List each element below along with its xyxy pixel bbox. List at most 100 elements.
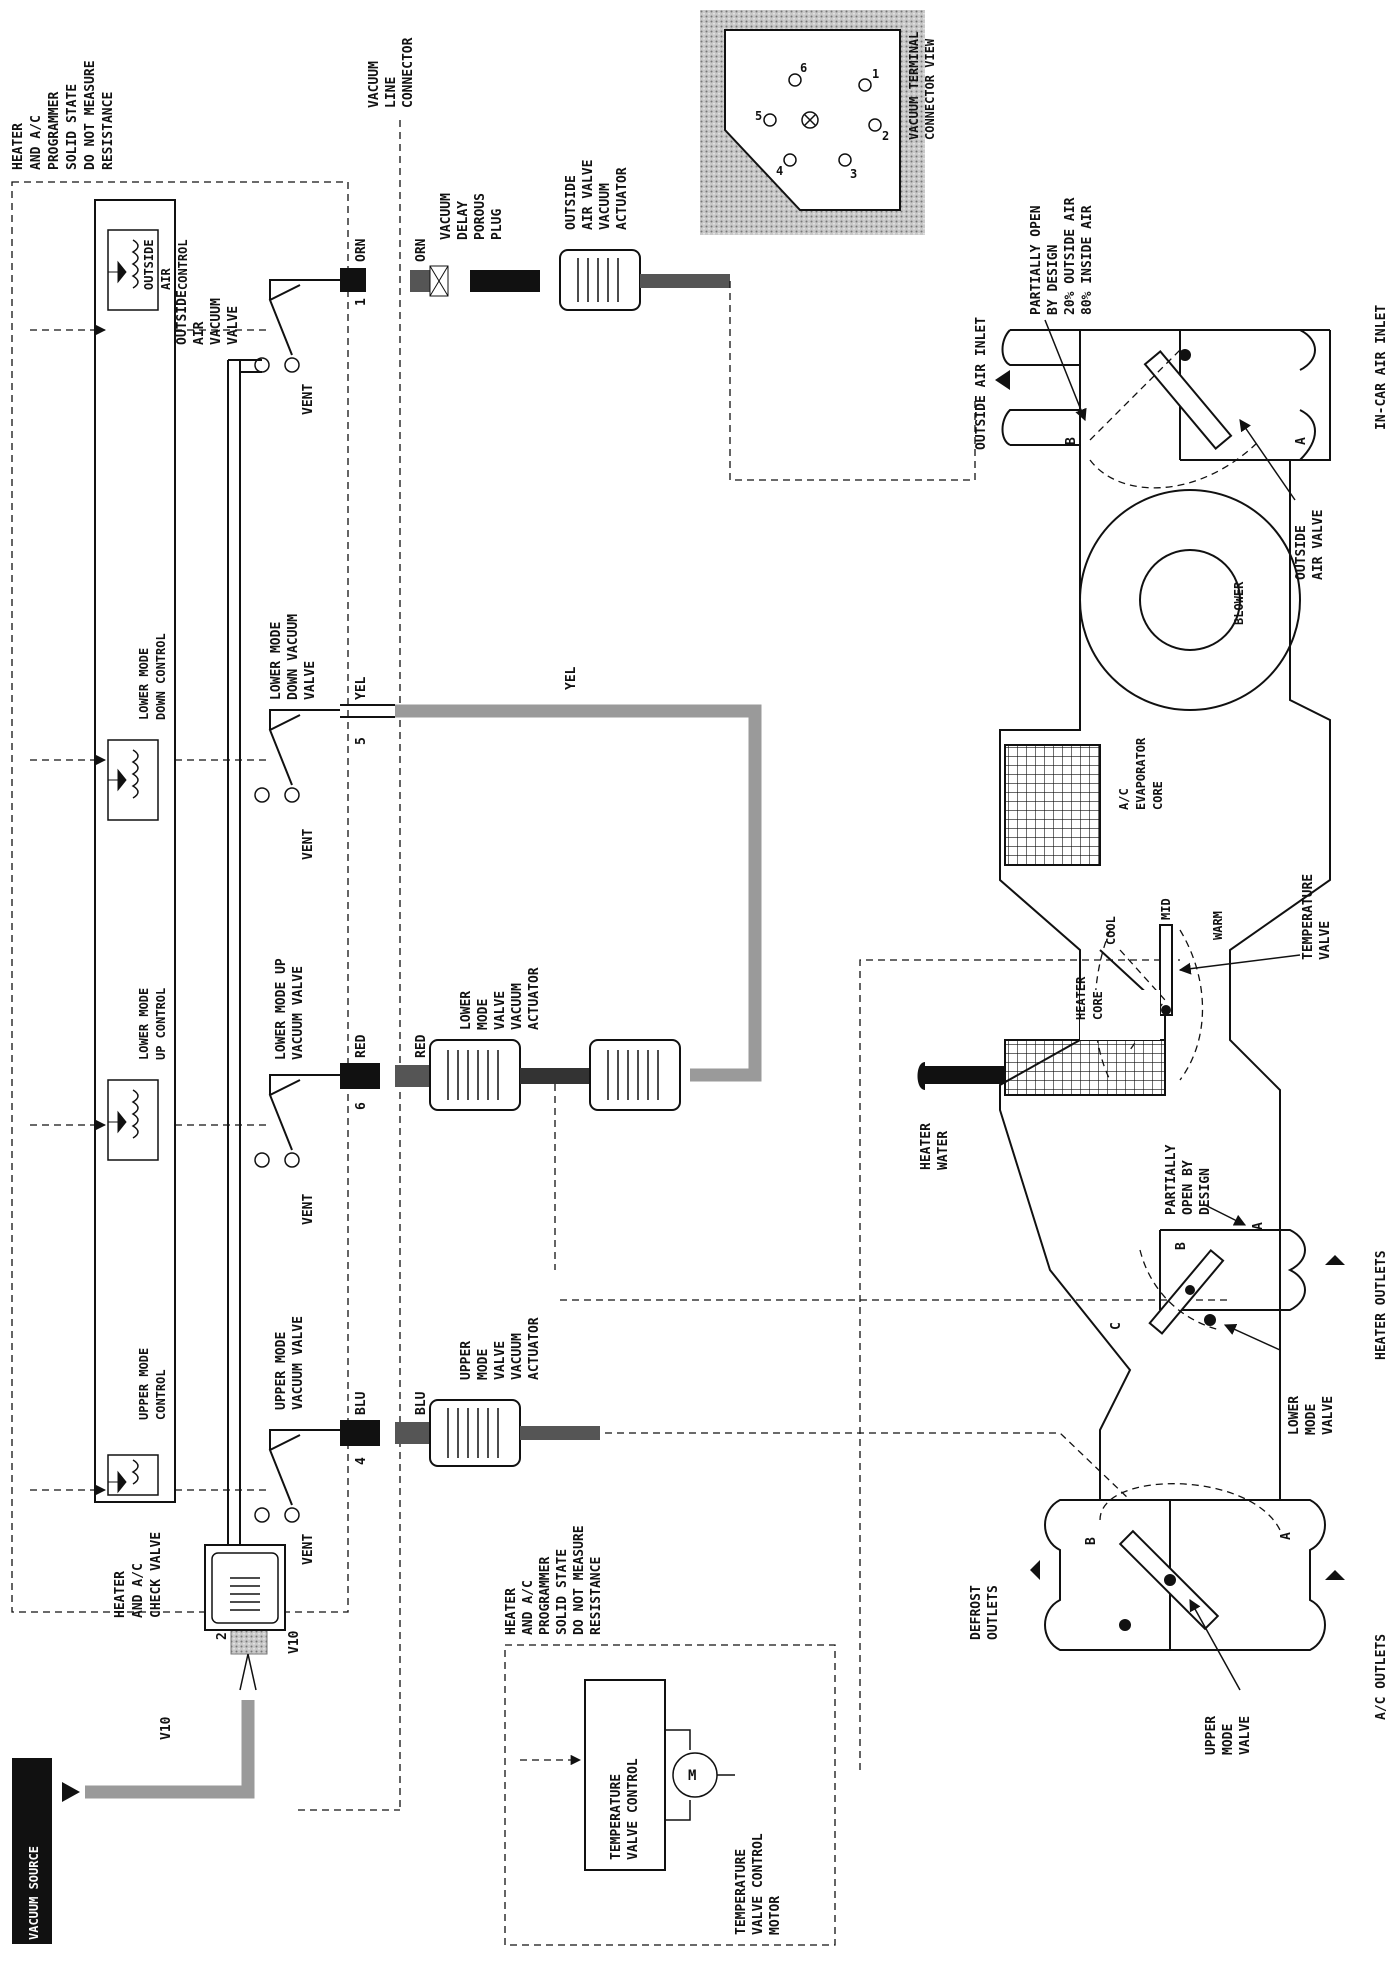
diagram-label: AND A/C [521,1580,536,1635]
diagram-label: 2 [882,129,889,143]
diagram-label: VACUUM VALVE [291,966,306,1060]
diagram-label: 6 [354,1102,369,1110]
diagram-label: OUTSIDE [564,175,579,230]
port-2-label: 2 [215,1632,230,1640]
diagram-label: SOLID STATE [65,84,80,170]
diagram-label: CONNECTOR [401,37,416,108]
vacuum-source-arrow-icon [62,1782,80,1802]
temperature-valve-label: TEMPERATURE VALVE [1301,874,1333,960]
diagram-label: VENT [301,1194,316,1225]
diagram-label: VALVE CONTROL [626,1758,641,1860]
lower-down-vacuum-valve: LOWER MODE DOWN VACUUM VALVE VENT [254,614,340,860]
lower-actuator-label: LOWER MODE VALVE VACUUM ACTUATOR [459,967,542,1030]
diagram-label: BLU [354,1391,369,1415]
diagram-label: HEATER [113,1571,128,1618]
diagram-label: AIR [159,268,173,290]
diagram-label: PARTIALLY OPEN [1029,205,1044,315]
diagram-label: AIR [192,321,207,345]
diagram-label: SOLID STATE [555,1549,570,1635]
temperature-valve-control: TEMPERATURE VALVE CONTROL [520,1679,691,1871]
diagram-label: LOWER MODE [137,988,151,1060]
diagram-label: DEFROST [969,1585,984,1640]
diagram-label: AND A/C [29,115,44,170]
upper-mode-vacuum-valve: UPPER MODE VACUUM VALVE VENT [254,1316,340,1565]
diagram-label: A/C [1117,788,1131,810]
letter-a-bottom: A [1279,1532,1294,1540]
diagram-label: CORE [1091,991,1105,1020]
diagram-label: HEATER [504,1588,519,1635]
diagram-label: VACUUM [367,61,382,108]
port-4-blu: 4 BLU [340,1391,380,1465]
outside-air-actuator-chain [410,249,730,311]
diagram-label: EVAPORATOR [1134,737,1148,810]
diagram-label: MODE [476,1349,491,1380]
letter-b-bottom: B [1084,1537,1099,1545]
upper-mode-control: UPPER MODE CONTROL [107,1348,168,1496]
temp-motor-linkage [859,959,1180,1770]
lower-mode-actuator [395,1039,681,1270]
diagram-label: CHECK VALVE [149,1532,164,1618]
diagram-label: AIR VALVE [581,160,596,230]
diagram-label: LINE [384,77,399,108]
v10-label-b: V10 [287,1630,302,1654]
outside-air-inlet-label: OUTSIDE AIR INLET [974,317,989,450]
delay-plug-label: VACUUM DELAY POROUS PLUG [439,193,505,240]
letter-b-top: B [1064,437,1079,445]
vacuum-line-connector-label: VACUUM LINE CONNECTOR [367,37,416,108]
upper-actuator-label: UPPER MODE VALVE VACUUM ACTUATOR [459,1317,542,1380]
oa-linkage [729,281,976,481]
diagram-label: VALVE [226,306,241,345]
diagram-label: UPPER MODE [137,1348,151,1420]
diagram-label: ORN [354,238,369,262]
in-car-air-inlet-label: IN-CAR AIR INLET [1374,305,1389,430]
diagram-label: 6 [800,61,807,75]
diagram-label: AIR VALVE [1311,510,1326,580]
diagram-label: 5 [755,109,762,123]
diagram-label: TEMPERATURE [734,1849,749,1935]
lower-mode-valve-label: LOWER MODE VALVE [1287,1396,1336,1435]
diagram-label: PLUG [490,209,505,240]
diagram-label: VALVE CONTROL [751,1833,766,1935]
ac-evaporator-core: A/C EVAPORATOR CORE [1004,737,1165,866]
diagram-label: VACUUM TERMINAL [907,32,921,140]
diagram-label: VACUUM [510,983,525,1030]
diagram-label: BLOWER [1232,581,1246,625]
programmer-bottom-label: HEATER AND A/C PROGRAMMER SOLID STATE DO… [504,1525,604,1635]
vacuum-source-tag: VACUUM SOURCE [12,1758,80,1944]
diagram-label: LOWER MODE [137,648,151,720]
diagram-label: OUTSIDE [175,290,190,345]
diagram-label: RESISTANCE [101,92,116,170]
diagram-label: CONTROL [176,239,190,290]
diagram-label: DESIGN [1198,1168,1213,1215]
blu-b-label: BLU [414,1391,429,1415]
upper-mode-actuator [395,1399,600,1467]
diagram-label: UPPER MODE [274,1332,289,1410]
mid-label: MID [1159,898,1173,920]
yel-hose [395,704,762,1082]
diagram-label: VALVE [1318,921,1333,960]
upper-mode-valve-door [1044,1483,1326,1651]
diagram-label: 20% OUTSIDE AIR [1063,197,1078,315]
port-1-orn: 1 ORN [340,238,369,306]
diagram-label: LOWER [459,991,474,1030]
lower-down-control: LOWER MODE DOWN CONTROL [107,633,168,821]
upper-mode-linkage [605,1432,1131,1501]
diagram-label: DO NOT MEASURE [83,60,98,170]
red-b-label: RED [414,1034,429,1058]
diagram-label: VACUUM [439,193,454,240]
vacuum-manifold [227,360,241,1550]
programmer-top-label: HEATER AND A/C PROGRAMMER SOLID STATE DO… [11,60,116,170]
diagram-label: VENT [301,829,316,860]
diagram-label: RESISTANCE [589,1557,604,1635]
inlet-pipes [1001,329,1331,461]
diagram-label: 4 [354,1457,369,1465]
diagram-label: LOWER MODE UP [274,958,289,1060]
diagram-label: MODE [1304,1404,1319,1435]
diagram-label: PROGRAMMER [47,92,62,170]
diagram-label: HEATER [11,123,26,170]
v10-label-a: V10 [159,1716,174,1740]
diagram-label: MOTOR [768,1896,783,1935]
diagram-label: VENT [301,384,316,415]
yel-hose-label: YEL [564,666,579,690]
